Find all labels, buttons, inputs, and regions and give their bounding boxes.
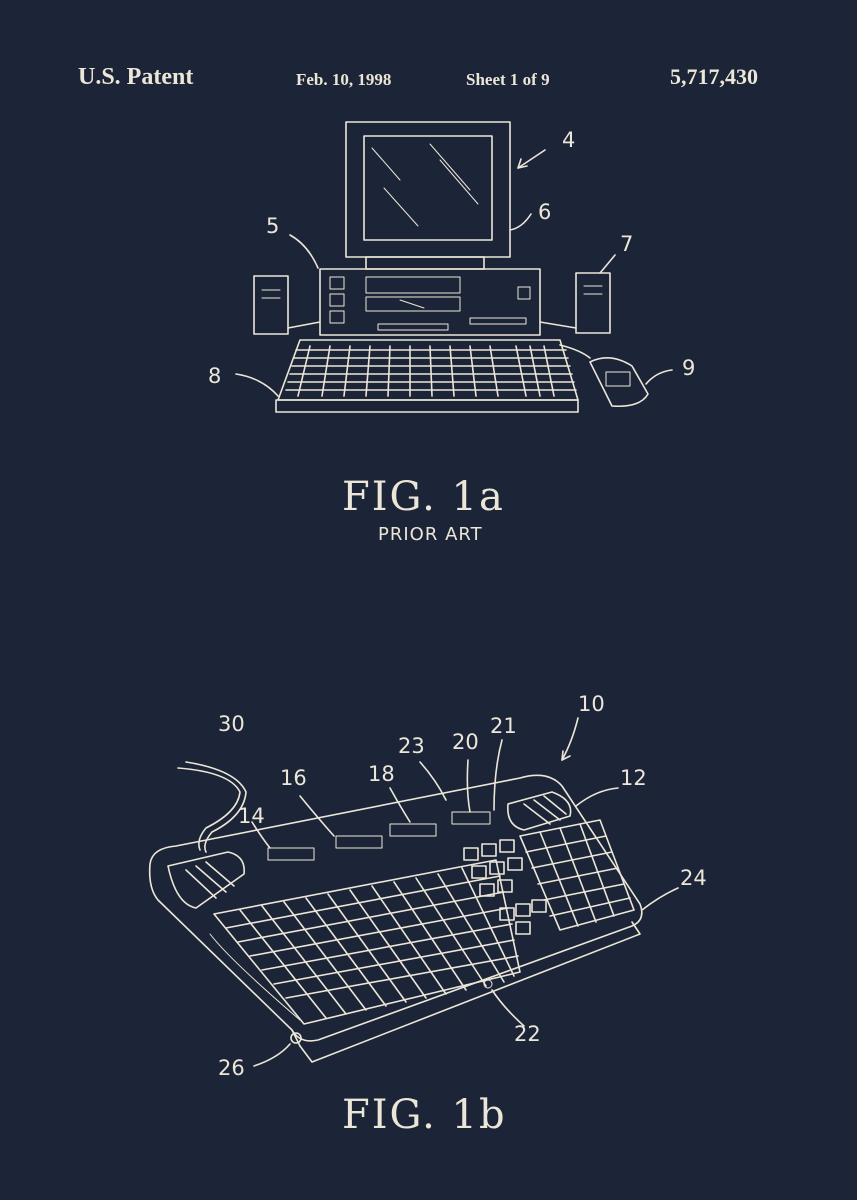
ref-23: 23 bbox=[398, 734, 425, 758]
leader-7 bbox=[599, 254, 616, 274]
leader-6 bbox=[509, 213, 532, 231]
ref-18: 18 bbox=[368, 762, 395, 786]
ref-12: 12 bbox=[620, 766, 647, 790]
leader-10 bbox=[561, 717, 579, 761]
key-grid bbox=[225, 867, 519, 1019]
ref-6: 6 bbox=[538, 200, 552, 224]
patent-number: 5,717,430 bbox=[670, 64, 758, 89]
ref-16: 16 bbox=[280, 766, 307, 790]
leader-5 bbox=[289, 234, 319, 269]
main-keys bbox=[213, 859, 521, 1025]
leader-22 bbox=[491, 989, 525, 1027]
patent-label: U.S. Patent bbox=[78, 64, 194, 90]
ref-14: 14 bbox=[238, 804, 265, 828]
control-20 bbox=[451, 811, 491, 825]
leader-21 bbox=[493, 739, 503, 811]
left-speaker-grille bbox=[167, 851, 245, 909]
fig-1a-drawing bbox=[235, 121, 673, 413]
cursor-keys bbox=[463, 839, 547, 935]
ref-8: 8 bbox=[208, 364, 222, 388]
ref-4: 4 bbox=[562, 128, 576, 152]
leader-26 bbox=[253, 1043, 291, 1067]
control-14 bbox=[267, 847, 315, 861]
monitor-screen bbox=[363, 135, 493, 241]
keyboard-body bbox=[148, 774, 643, 1042]
ref-5: 5 bbox=[266, 214, 280, 238]
jack-26 bbox=[290, 1032, 302, 1044]
fig-1a-title: FIG. 1a bbox=[342, 474, 505, 520]
leader-8 bbox=[235, 373, 279, 397]
control-16 bbox=[335, 835, 383, 849]
keyboard-keys bbox=[285, 345, 577, 397]
fig-1a-subtitle: PRIOR ART bbox=[378, 524, 483, 545]
cpu-unit bbox=[319, 268, 541, 336]
mouse bbox=[589, 357, 649, 408]
leader-16 bbox=[299, 795, 335, 837]
leader-18 bbox=[389, 787, 411, 823]
patent-date: Feb. 10, 1998 bbox=[296, 70, 392, 89]
left-speaker bbox=[253, 275, 289, 335]
keyboard-cable bbox=[177, 767, 241, 851]
numeric-keypad bbox=[519, 819, 635, 931]
leader-24 bbox=[641, 887, 679, 911]
right-speaker-grille bbox=[507, 791, 572, 831]
right-speaker bbox=[575, 272, 611, 334]
monitor-base bbox=[365, 256, 485, 270]
control-18 bbox=[389, 823, 437, 837]
fig-1b-title: FIG. 1b bbox=[342, 1092, 507, 1138]
ref-9: 9 bbox=[682, 356, 696, 380]
ref-7: 7 bbox=[620, 232, 634, 256]
indicator-22 bbox=[483, 979, 493, 989]
leader-9 bbox=[645, 369, 673, 385]
ref-26: 26 bbox=[218, 1056, 245, 1080]
ref-20: 20 bbox=[452, 730, 479, 754]
ref-30: 30 bbox=[218, 712, 245, 736]
ref-22: 22 bbox=[514, 1022, 541, 1046]
monitor-outline bbox=[345, 121, 511, 258]
sheet-number: Sheet 1 of 9 bbox=[466, 70, 550, 89]
leader-23 bbox=[419, 761, 447, 801]
leader-12 bbox=[575, 787, 619, 807]
leader-20 bbox=[466, 759, 471, 813]
ref-10: 10 bbox=[578, 692, 605, 716]
leader-4 bbox=[517, 149, 546, 169]
ref-24: 24 bbox=[680, 866, 707, 890]
ref-21: 21 bbox=[490, 714, 517, 738]
